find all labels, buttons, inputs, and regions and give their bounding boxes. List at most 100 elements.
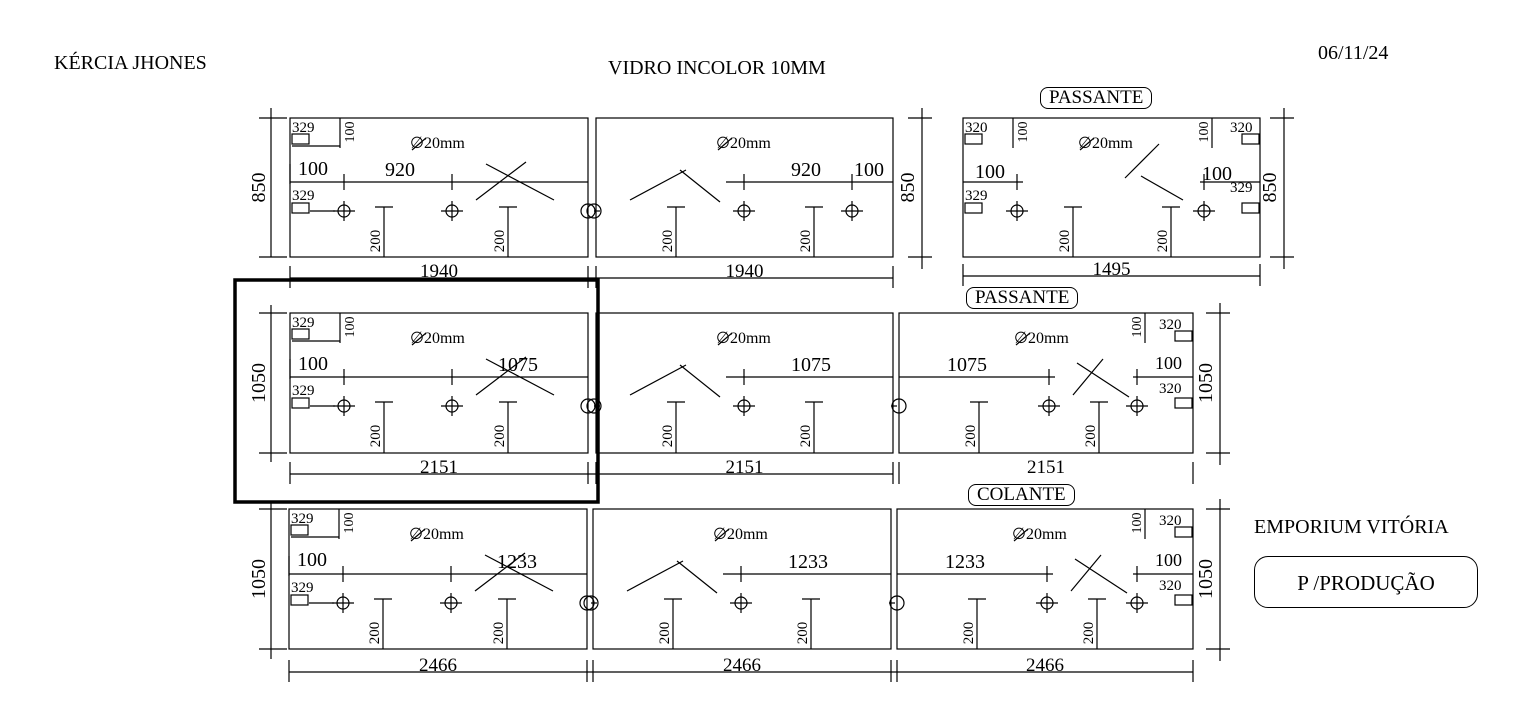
date-label: 06/11/24: [1318, 42, 1389, 64]
hinge-diagonal: [475, 356, 527, 396]
height-label: 1050: [1195, 559, 1217, 599]
dimension-label: 200: [795, 622, 811, 645]
hinge-diagonal: [1076, 362, 1130, 398]
diameter-symbol-stroke: [1013, 528, 1029, 542]
dimension-label: 329: [965, 188, 988, 204]
diameter-symbol-stroke: [411, 137, 427, 151]
dimension-label: 920: [791, 159, 821, 181]
hole-spec-label: ∅20mm: [716, 135, 771, 152]
hole-spec-label: ∅20mm: [716, 330, 771, 347]
hinge-diagonal: [676, 560, 718, 594]
dimension-label: 200: [1057, 230, 1073, 253]
hinge-slot: [291, 328, 310, 340]
client-name: KÉRCIA JHONES: [54, 52, 207, 74]
hinge-diagonal: [679, 169, 721, 203]
dimension-label: 1233: [788, 551, 828, 573]
dimension-label: 200: [660, 425, 676, 448]
dimension-label: 200: [492, 425, 508, 448]
dimension-label: 100: [343, 122, 358, 143]
hinge-diagonal: [474, 552, 526, 592]
tag-colante-row3: COLANTE: [968, 484, 1075, 506]
hinge-slot: [291, 397, 310, 409]
highlight-box: [233, 278, 600, 504]
glass-panel: [289, 117, 589, 258]
dimension-label: 200: [963, 425, 979, 448]
hinge-diagonal: [679, 364, 721, 398]
height-label: 1050: [248, 363, 270, 403]
dimension-label: 200: [1081, 622, 1097, 645]
dimension-label: 1233: [945, 551, 985, 573]
dimension-label: 1075: [791, 354, 831, 376]
hinge-diagonal: [475, 161, 527, 201]
dimension-label: 200: [657, 622, 673, 645]
dimension-label: 320: [1159, 513, 1182, 529]
tag-passante-row1: PASSANTE: [1040, 87, 1153, 109]
edge-notch: [891, 398, 907, 414]
hinge-diagonal: [1074, 558, 1128, 594]
dimension-label: 100: [1155, 353, 1182, 373]
hole-spec-label: ∅20mm: [1078, 135, 1133, 152]
dimension-label: 100: [975, 161, 1005, 183]
dimension-label: 100: [298, 158, 328, 180]
glass-panel: [896, 508, 1194, 650]
hinge-slot: [1174, 594, 1193, 606]
hinge-slot: [964, 133, 983, 145]
glass-panel: [898, 312, 1194, 454]
width-label: 1940: [726, 261, 764, 282]
dimension-label: 200: [367, 622, 383, 645]
dimension-label: 329: [291, 580, 314, 596]
hinge-diagonal: [629, 364, 687, 396]
dimension-label: 100: [342, 513, 357, 534]
dimension-label: 100: [1130, 317, 1145, 338]
height-label: 850: [897, 173, 919, 203]
hole-spec-label: ∅20mm: [410, 330, 465, 347]
dimension-label: 320: [1159, 317, 1182, 333]
height-label: 850: [1259, 173, 1281, 203]
hinge-slot: [1174, 397, 1193, 409]
diameter-symbol-stroke: [717, 137, 733, 151]
dimension-label: 329: [292, 188, 315, 204]
hinge-diagonal: [485, 163, 555, 201]
dimension-label: 329: [291, 511, 314, 527]
glass-panel: [595, 117, 894, 258]
dimension-label: 200: [1155, 230, 1171, 253]
edge-notch: [586, 203, 602, 219]
hole-spec-label: ∅20mm: [1014, 330, 1069, 347]
width-label: 2151: [1027, 457, 1065, 478]
dimension-label: 200: [798, 425, 814, 448]
hinge-slot: [1241, 202, 1260, 214]
dimension-label: 329: [292, 315, 315, 331]
production-stamp: P /PRODUÇÃO: [1254, 556, 1478, 608]
dimension-label: 329: [292, 383, 315, 399]
dimension-label: 200: [1083, 425, 1099, 448]
dimension-label: 329: [1230, 180, 1253, 196]
dimension-label: 100: [297, 549, 327, 571]
glass-panel: [289, 312, 589, 454]
dimension-label: 100: [854, 159, 884, 181]
edge-notch: [586, 398, 602, 414]
tag-passante-row2: PASSANTE: [966, 287, 1079, 309]
hinge-diagonal: [1070, 554, 1102, 592]
dimension-label: 1075: [947, 354, 987, 376]
edge-notch: [583, 595, 599, 611]
hinge-slot: [290, 524, 309, 536]
hinge-slot: [1174, 330, 1193, 342]
dimension-label: 200: [491, 622, 507, 645]
dimension-label: 1233: [497, 551, 537, 573]
dimension-label: 100: [1197, 122, 1212, 143]
dimension-label: 200: [798, 230, 814, 253]
diameter-symbol-stroke: [717, 332, 733, 346]
hinge-slot: [964, 202, 983, 214]
width-label: 2466: [723, 655, 761, 676]
dimension-label: 200: [660, 230, 676, 253]
width-label: 2466: [419, 655, 457, 676]
hinge-diagonal: [1140, 175, 1184, 201]
hinge-slot: [291, 133, 310, 145]
dimension-label: 100: [1202, 163, 1232, 185]
dimension-label: 100: [1155, 550, 1182, 570]
dimension-label: 200: [368, 425, 384, 448]
hinge-slot: [291, 202, 310, 214]
diameter-symbol-stroke: [1015, 332, 1031, 346]
dimension-label: 329: [292, 120, 315, 136]
